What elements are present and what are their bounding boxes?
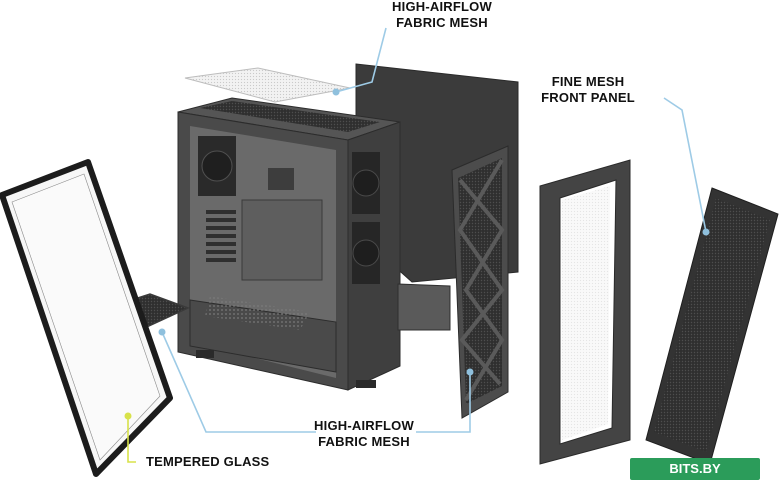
callout-bottom-fabric-mesh: HIGH-AIRFLOW FABRIC MESH: [304, 418, 424, 450]
front-fabric-mesh-frame: [451, 145, 509, 419]
front-bezel-frame: [539, 159, 631, 465]
leader-lines: [161, 27, 707, 433]
callout-top-fabric-mesh: HIGH-AIRFLOW FABRIC MESH: [372, 0, 512, 31]
callout-front-line1: FINE MESH: [551, 74, 625, 89]
callout-dot-glass: [124, 412, 132, 420]
callout-bottom-line2: FABRIC MESH: [318, 434, 410, 449]
fine-mesh-front-panel: [645, 187, 779, 465]
callout-dot-front-panel: [702, 228, 710, 236]
watermark-badge: BITS.BY: [630, 458, 760, 480]
callout-top-line1: HIGH-AIRFLOW: [392, 0, 492, 14]
callout-front-panel: FINE MESH FRONT PANEL: [528, 74, 648, 106]
callout-dot-bottom-right: [466, 368, 474, 376]
callout-top-line2: FABRIC MESH: [396, 15, 488, 30]
top-fabric-mesh-filter: [184, 67, 351, 103]
glass-leader-line: [127, 418, 136, 463]
drive-cage: [397, 283, 451, 331]
callout-glass-text: TEMPERED GLASS: [146, 454, 270, 469]
callout-front-line2: FRONT PANEL: [541, 90, 635, 105]
callout-dot-bottom-left: [158, 328, 166, 336]
tempered-glass-panel: [0, 159, 173, 477]
case-chassis: [177, 97, 401, 391]
callout-bottom-line1: HIGH-AIRFLOW: [314, 418, 414, 433]
callout-tempered-glass: TEMPERED GLASS: [146, 454, 296, 470]
callout-dot-top: [332, 88, 340, 96]
